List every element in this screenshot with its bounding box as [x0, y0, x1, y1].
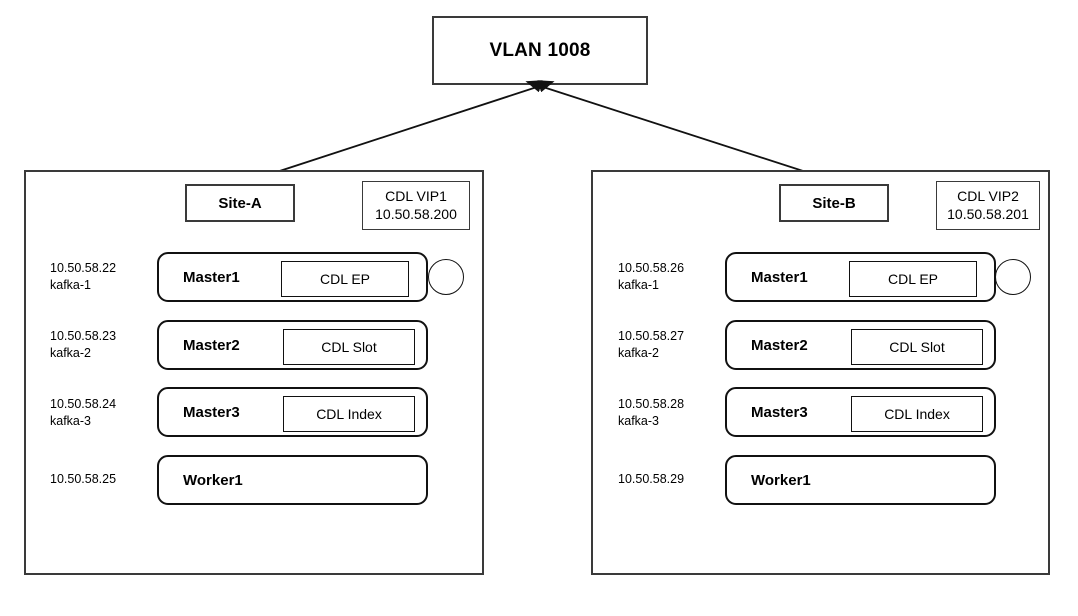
site-b-node-3-address: 10.50.58.28 kafka-3 [618, 396, 684, 430]
site-b-node-3-ip: 10.50.58.28 [618, 397, 685, 411]
site-a-service-cdl-slot[interactable]: CDL Slot [283, 329, 415, 365]
site-b-node-worker1[interactable]: Worker1 [725, 455, 996, 505]
site-a-node-1-kafka: kafka-1 [50, 277, 91, 292]
site-b-node-4-ip: 10.50.58.29 [618, 472, 685, 486]
site-a-container [24, 170, 484, 575]
site-b-node-master1[interactable]: Master1 CDL EP [725, 252, 996, 302]
site-b-service-2-label: CDL Slot [889, 339, 945, 355]
site-a-service-3-label: CDL Index [316, 406, 382, 422]
site-a-vip-address: 10.50.58.200 [375, 205, 457, 222]
site-a-node-3-address: 10.50.58.24 kafka-3 [50, 396, 116, 430]
site-b-service-3-label: CDL Index [884, 406, 950, 422]
site-a-service-cdl-ep[interactable]: CDL EP [281, 261, 409, 297]
site-a-node-3-name: Master3 [183, 403, 240, 421]
site-b-node-master3[interactable]: Master3 CDL Index [725, 387, 996, 437]
site-b-node-3-kafka: kafka-3 [618, 413, 659, 428]
site-b-service-cdl-index[interactable]: CDL Index [851, 396, 983, 432]
site-b-service-cdl-slot[interactable]: CDL Slot [851, 329, 983, 365]
site-a-node-4-name: Worker1 [183, 471, 243, 489]
connector-vlan-to-site-a [248, 80, 555, 183]
site-a-service-cdl-index[interactable]: CDL Index [283, 396, 415, 432]
site-b-service-cdl-ep[interactable]: CDL EP [849, 261, 977, 297]
site-a-node-3-ip: 10.50.58.24 [50, 397, 117, 411]
site-b-node-1-name: Master1 [751, 268, 808, 286]
site-a-node-2-kafka: kafka-2 [50, 345, 91, 360]
site-a-node-1-name: Master1 [183, 268, 240, 286]
site-b-node-2-address: 10.50.58.27 kafka-2 [618, 328, 684, 362]
site-b-master1-circle-icon [995, 259, 1031, 295]
site-a-vip-box[interactable]: CDL VIP1 10.50.58.200 [362, 181, 470, 230]
site-a-service-2-label: CDL Slot [321, 339, 377, 355]
site-a-node-worker1[interactable]: Worker1 [157, 455, 428, 505]
site-b-node-master2[interactable]: Master2 CDL Slot [725, 320, 996, 370]
site-a-node-master3[interactable]: Master3 CDL Index [157, 387, 428, 437]
site-a-vip-name: CDL VIP1 [385, 188, 447, 204]
site-b-node-4-name: Worker1 [751, 471, 811, 489]
site-b-node-1-address: 10.50.58.26 kafka-1 [618, 260, 684, 294]
site-b-node-2-name: Master2 [751, 336, 808, 354]
site-a-title-label: Site-A [218, 194, 262, 212]
site-a-node-master2[interactable]: Master2 CDL Slot [157, 320, 428, 370]
site-a-node-4-ip: 10.50.58.25 [50, 472, 117, 486]
site-a-node-2-name: Master2 [183, 336, 240, 354]
site-b-service-1-label: CDL EP [887, 271, 939, 287]
site-b-title-label: Site-B [812, 194, 856, 212]
site-b-node-2-kafka: kafka-2 [618, 345, 659, 360]
site-b-title-box[interactable]: Site-B [779, 184, 889, 222]
site-a-node-master1[interactable]: Master1 CDL EP [157, 252, 428, 302]
site-a-node-2-address: 10.50.58.23 kafka-2 [50, 328, 116, 362]
site-a-node-4-address: 10.50.58.25 [50, 471, 116, 488]
site-a-node-3-kafka: kafka-3 [50, 413, 91, 428]
site-b-node-2-ip: 10.50.58.27 [618, 329, 685, 343]
site-b-node-3-name: Master3 [751, 403, 808, 421]
site-a-master1-circle-icon [428, 259, 464, 295]
site-a-node-2-ip: 10.50.58.23 [50, 329, 117, 343]
site-b-container [591, 170, 1050, 575]
site-b-vip-name: CDL VIP2 [957, 188, 1019, 204]
site-b-node-4-address: 10.50.58.29 [618, 471, 684, 488]
site-b-vip-address: 10.50.58.201 [947, 205, 1029, 222]
site-b-node-1-kafka: kafka-1 [618, 277, 659, 292]
vlan-box[interactable]: VLAN 1008 [432, 16, 648, 85]
vlan-label: VLAN 1008 [489, 39, 591, 61]
site-b-node-1-ip: 10.50.58.26 [618, 261, 685, 275]
site-a-node-1-address: 10.50.58.22 kafka-1 [50, 260, 116, 294]
site-b-vip-box[interactable]: CDL VIP2 10.50.58.201 [936, 181, 1040, 230]
site-a-title-box[interactable]: Site-A [185, 184, 295, 222]
site-a-node-1-ip: 10.50.58.22 [50, 261, 117, 275]
connector-vlan-to-site-b [525, 80, 835, 183]
site-a-service-1-label: CDL EP [319, 271, 371, 287]
